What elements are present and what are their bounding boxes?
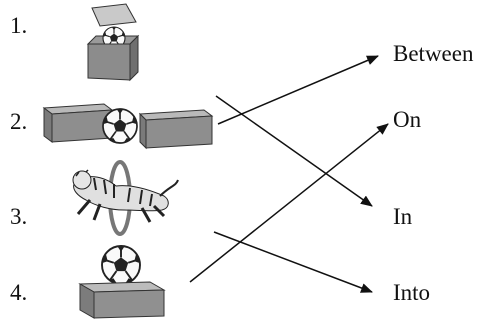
arrow-3-into	[213, 231, 373, 293]
word-in: In	[393, 204, 413, 229]
arrow-2-in	[215, 95, 373, 207]
item-number-4: 4.	[10, 280, 28, 305]
tiger-ring-picture	[72, 160, 179, 236]
word-into: Into	[393, 280, 431, 305]
word-between: Between	[393, 41, 474, 66]
arrow-4-on	[189, 123, 389, 283]
ball-between-boxes-picture	[42, 103, 214, 150]
word-on: On	[393, 107, 422, 132]
arrow-2-between	[217, 55, 379, 125]
item-number-2: 2.	[10, 109, 28, 134]
item-number-3: 3.	[10, 204, 28, 229]
item-number-1: 1.	[10, 13, 28, 38]
ball-on-box-picture	[78, 245, 166, 319]
ball-in-box-picture	[86, 3, 140, 82]
